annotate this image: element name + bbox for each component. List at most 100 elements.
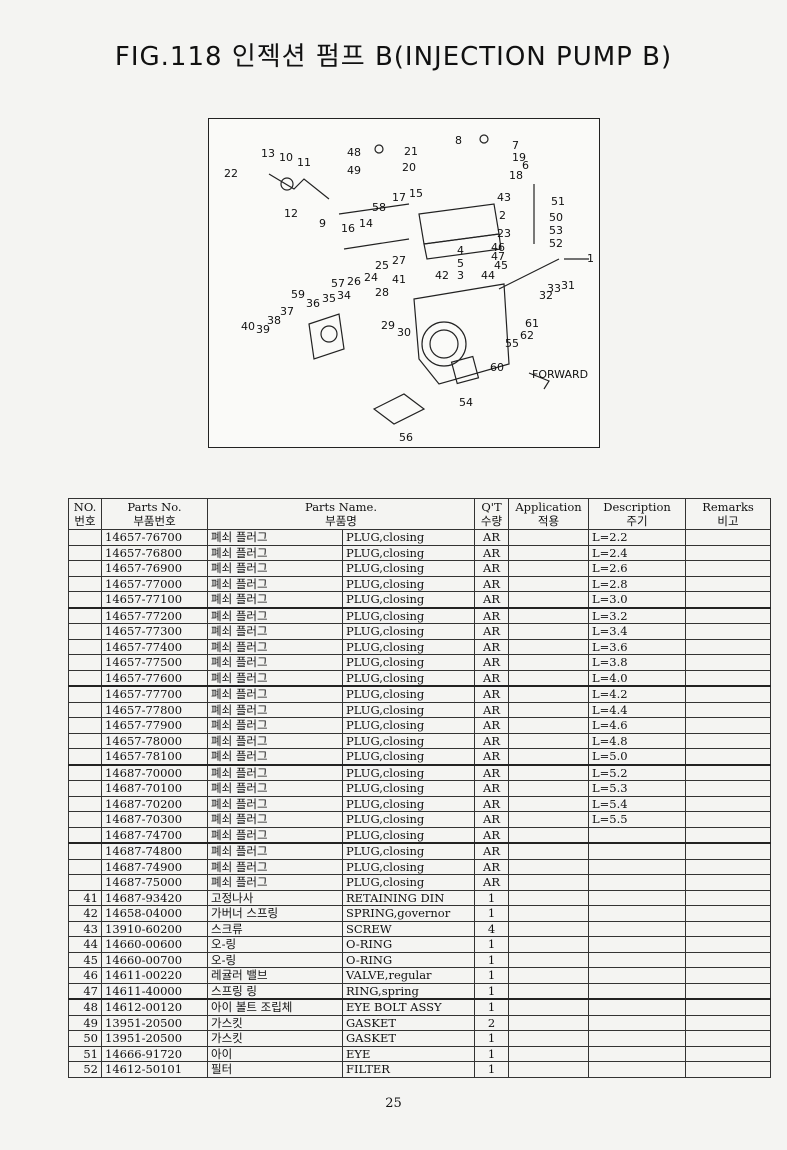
- cell-application: [508, 701, 590, 718]
- cell-no: [68, 874, 102, 891]
- callout-5: 5: [457, 257, 464, 270]
- cell-name-ko: 고정나사: [207, 889, 343, 906]
- callout-40: 40: [241, 320, 255, 333]
- cell-name-en: PLUG,closing: [341, 591, 476, 608]
- cell-name-en: PLUG,closing: [341, 669, 476, 687]
- cell-name-ko: 레귤러 밸브: [207, 967, 343, 984]
- callout-28: 28: [375, 286, 389, 299]
- cell-qty: 1: [474, 998, 510, 1016]
- cell-name-en: PLUG,closing: [341, 842, 476, 860]
- cell-application: [508, 1014, 590, 1031]
- cell-remarks: [685, 842, 772, 860]
- callout-9: 9: [319, 217, 326, 230]
- callout-10: 10: [279, 151, 293, 164]
- cell-qty: AR: [474, 780, 510, 797]
- cell-description: L=2.2: [588, 529, 687, 546]
- cell-no: [68, 575, 102, 592]
- cell-part-no: 13951-20500: [101, 1014, 208, 1031]
- cell-name-en: PLUG,closing: [341, 874, 476, 891]
- cell-no: [68, 826, 102, 844]
- cell-remarks: [685, 998, 772, 1016]
- cell-application: [508, 606, 590, 624]
- cell-part-no: 14687-74900: [101, 858, 208, 875]
- cell-name-ko: 폐쇠 플러그: [207, 701, 343, 718]
- cell-part-no: 14657-77000: [101, 575, 208, 592]
- cell-remarks: [685, 606, 772, 624]
- callout-7: 7: [512, 139, 519, 152]
- callout-58: 58: [372, 201, 386, 214]
- callout-1: 1: [587, 252, 594, 265]
- cell-remarks: [685, 858, 772, 875]
- cell-remarks: [685, 560, 772, 577]
- cell-description: L=4.4: [588, 701, 687, 718]
- cell-application: [508, 795, 590, 812]
- cell-name-ko: 폐쇠 플러그: [207, 763, 343, 781]
- cell-name-ko: 폐쇠 플러그: [207, 623, 343, 640]
- callout-20: 20: [402, 161, 416, 174]
- cell-description: L=5.4: [588, 795, 687, 812]
- cell-name-ko: 폐쇠 플러그: [207, 560, 343, 577]
- cell-description: L=5.0: [588, 748, 687, 765]
- cell-application: [508, 889, 590, 906]
- cell-part-no: 14657-78000: [101, 732, 208, 749]
- cell-no: 43: [68, 920, 102, 937]
- cell-name-ko: 폐쇠 플러그: [207, 544, 343, 561]
- col-no: NO.번호: [68, 498, 102, 530]
- cell-application: [508, 732, 590, 749]
- callout-57: 57: [331, 277, 345, 290]
- col-parts-name: Parts Name.부품명: [206, 498, 476, 530]
- cell-name-ko: 스프링 링: [207, 982, 343, 1000]
- cell-qty: 2: [474, 1014, 510, 1031]
- callout-38: 38: [267, 314, 281, 327]
- cell-remarks: [685, 1045, 772, 1062]
- cell-no: [68, 606, 102, 624]
- cell-qty: 1: [474, 936, 510, 953]
- col-parts-no: Parts No.부품번호: [101, 498, 208, 530]
- cell-remarks: [685, 654, 772, 671]
- cell-no: 44: [68, 936, 102, 953]
- cell-name-en: PLUG,closing: [341, 732, 476, 749]
- cell-remarks: [685, 905, 772, 922]
- cell-description: [588, 1045, 687, 1062]
- cell-no: [68, 685, 102, 703]
- cell-application: [508, 951, 590, 968]
- cell-name-en: PLUG,closing: [341, 575, 476, 592]
- cell-part-no: 14687-70300: [101, 811, 208, 828]
- cell-application: [508, 638, 590, 655]
- cell-description: L=2.4: [588, 544, 687, 561]
- callout-11: 11: [297, 156, 311, 169]
- cell-part-no: 14612-50101: [101, 1061, 208, 1078]
- cell-name-en: O-RING: [341, 951, 476, 968]
- callout-59: 59: [291, 288, 305, 301]
- cell-description: L=2.6: [588, 560, 687, 577]
- cell-name-ko: 폐쇠 플러그: [207, 826, 343, 844]
- lever-linkage: [268, 173, 330, 200]
- callout-29: 29: [381, 319, 395, 332]
- cell-description: [588, 920, 687, 937]
- pump-head-base: [423, 233, 502, 260]
- cell-name-en: PLUG,closing: [341, 858, 476, 875]
- cell-description: L=4.8: [588, 732, 687, 749]
- cell-name-ko: 폐쇠 플러그: [207, 606, 343, 624]
- cell-qty: AR: [474, 606, 510, 624]
- cell-part-no: 14660-00700: [101, 951, 208, 968]
- cell-part-no: 14657-76800: [101, 544, 208, 561]
- cell-name-en: PLUG,closing: [341, 717, 476, 734]
- callout-6: 6: [522, 159, 529, 172]
- cell-name-ko: 폐쇠 플러그: [207, 717, 343, 734]
- bolt-48: [374, 144, 384, 154]
- callout-17: 17: [392, 191, 406, 204]
- cell-part-no: 14657-77900: [101, 717, 208, 734]
- cell-name-ko: 폐쇠 플러그: [207, 842, 343, 860]
- pump-drawing: [268, 134, 589, 425]
- callout-19: 19: [512, 151, 526, 164]
- cell-description: L=4.2: [588, 685, 687, 703]
- cell-name-ko: 폐쇠 플러그: [207, 638, 343, 655]
